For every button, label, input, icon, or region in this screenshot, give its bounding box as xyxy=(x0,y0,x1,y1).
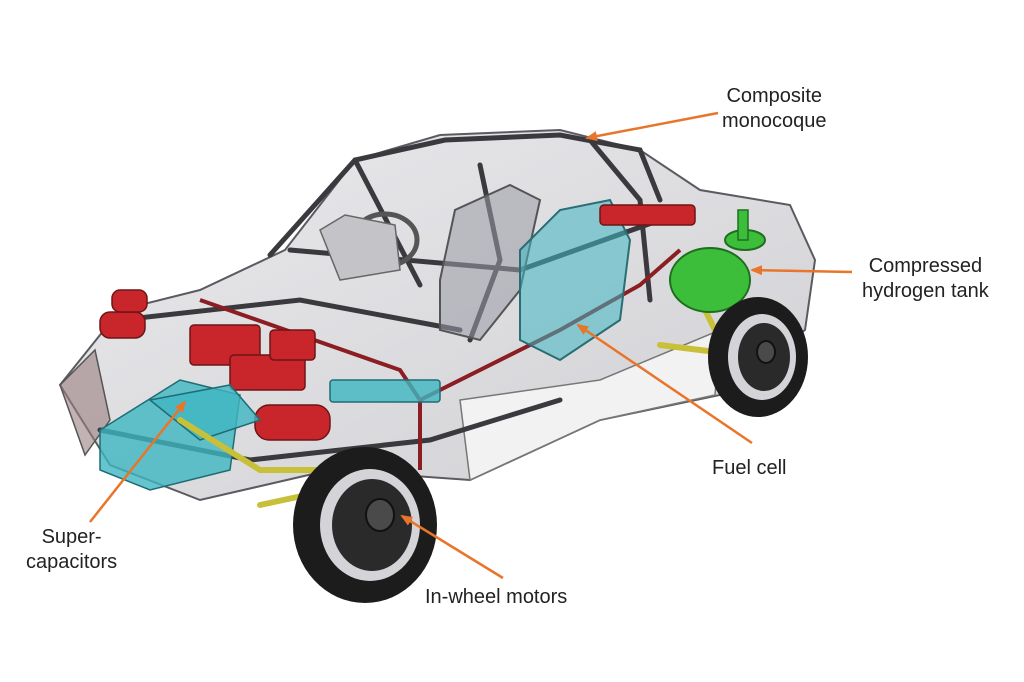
arrow-supercapacitors xyxy=(89,400,187,523)
label-super-line1: Super- xyxy=(41,526,102,548)
front-red-components xyxy=(99,204,696,441)
label-hydrogen-line2: hydrogen tank xyxy=(862,280,989,302)
label-composite-monocoque: Composite monocoque xyxy=(722,84,827,134)
front-wheel xyxy=(293,447,437,603)
label-fuel-cell: Fuel cell xyxy=(712,456,786,481)
label-composite-line2: monocoque xyxy=(722,110,827,132)
label-fuel-line1: Fuel cell xyxy=(712,457,787,479)
label-compressed-hydrogen-tank: Compressed hydrogen tank xyxy=(862,254,989,304)
label-in-wheel-motors: In-wheel motors xyxy=(425,585,567,610)
arrow-motors xyxy=(400,514,504,580)
arrow-fuel-cell xyxy=(576,323,753,445)
arrow-composite xyxy=(585,111,719,142)
label-composite-line1: Composite xyxy=(726,85,823,107)
label-motors-line1: In-wheel motors xyxy=(425,586,568,608)
supercapacitor-pack xyxy=(99,379,441,491)
label-super-line2: capacitors xyxy=(26,551,118,573)
rear-wheel xyxy=(708,297,808,417)
label-supercapacitors: Super- capacitors xyxy=(26,525,117,575)
arrow-hydrogen xyxy=(750,265,853,276)
seats xyxy=(319,183,632,362)
hydrogen-tank-graphic xyxy=(669,209,766,313)
label-hydrogen-line1: Compressed xyxy=(868,255,983,277)
